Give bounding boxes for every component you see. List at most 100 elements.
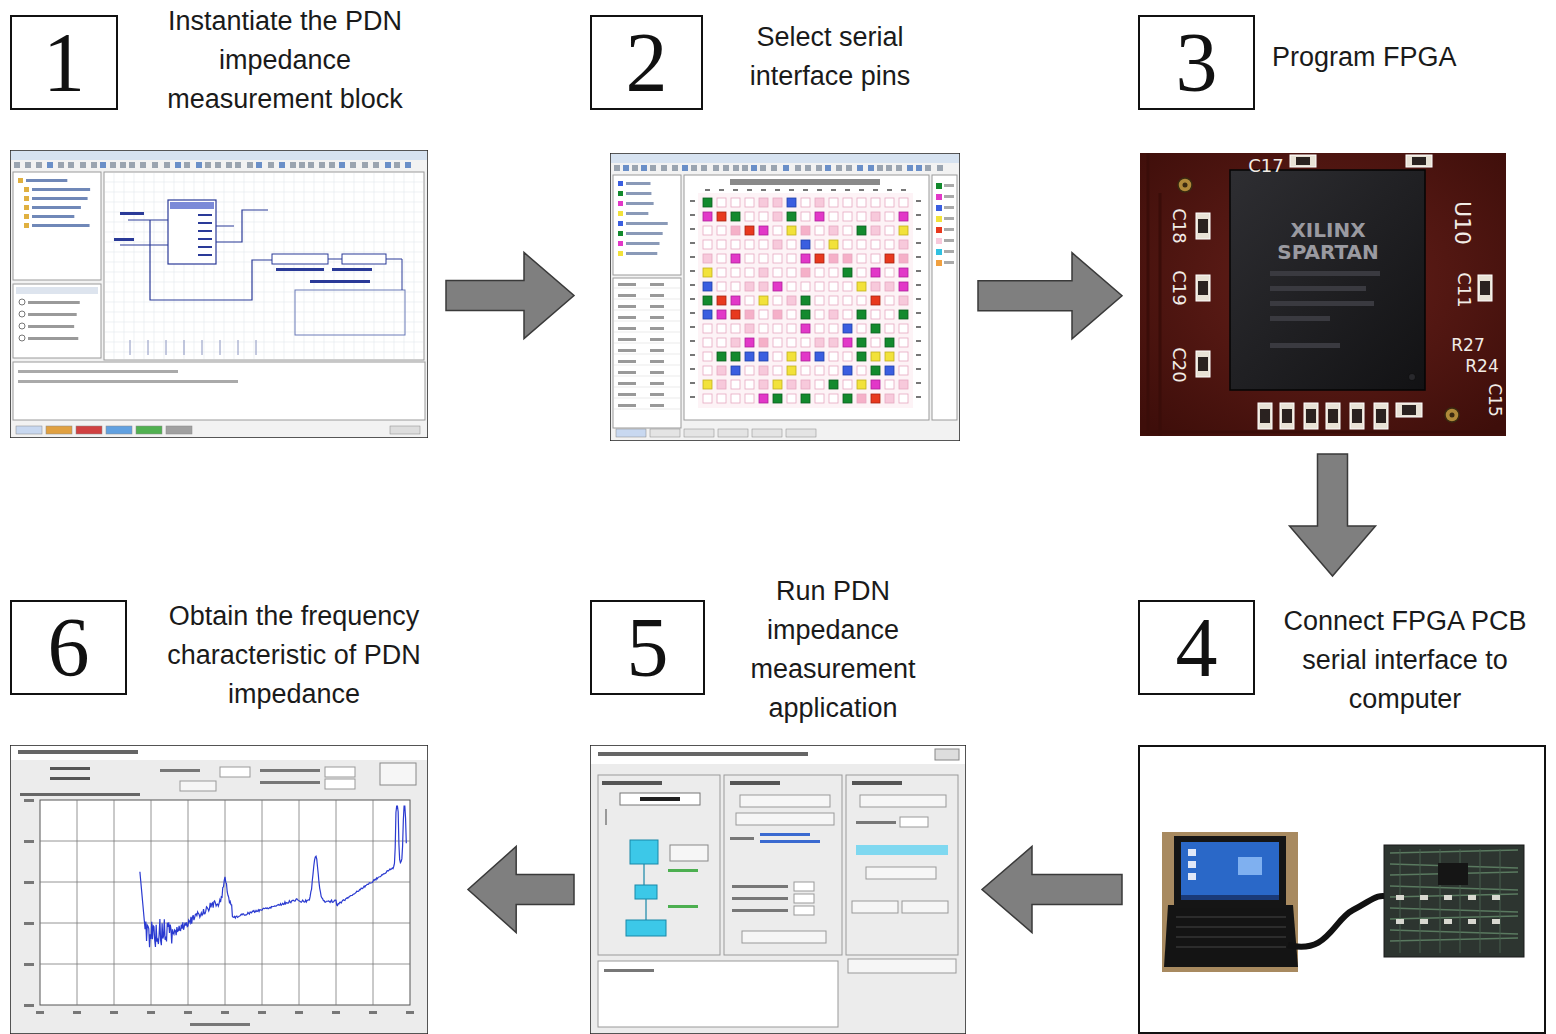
pinplanner-illustration-part bbox=[885, 198, 894, 207]
laptop-illustration-part bbox=[1174, 836, 1286, 908]
pcb-illustration-part bbox=[1412, 157, 1426, 165]
pinplanner-illustration-part bbox=[731, 338, 740, 347]
schematic-illustration-part bbox=[202, 340, 203, 355]
laptop-illustration-part bbox=[1288, 896, 1390, 947]
step-number: 2 bbox=[626, 21, 668, 105]
pinplanner-illustration-part bbox=[829, 268, 838, 277]
plot-illustration-part bbox=[325, 767, 355, 777]
schematic-illustration-part bbox=[32, 215, 74, 218]
pinplanner-illustration-part bbox=[618, 360, 636, 363]
laptop-illustration-part bbox=[1390, 908, 1518, 912]
schematic-illustration-part bbox=[58, 162, 64, 168]
pinplanner-illustration-part bbox=[690, 312, 695, 314]
schematic-illustration-part bbox=[324, 173, 325, 359]
pinplanner-illustration-part bbox=[787, 254, 796, 263]
schematic-illustration-part bbox=[254, 173, 255, 359]
pinplanner-illustration-part bbox=[789, 189, 794, 191]
label-holder: C20 bbox=[1170, 347, 1188, 382]
schematic-illustration-part bbox=[13, 284, 101, 358]
pinplanner-illustration-part bbox=[703, 310, 712, 319]
pinplanner-illustration-part bbox=[731, 394, 740, 403]
step-number: 3 bbox=[1176, 21, 1218, 105]
pinplanner-illustration-part bbox=[801, 324, 810, 333]
schematic-illustration-part bbox=[100, 162, 106, 168]
pinplanner-illustration-part bbox=[899, 324, 908, 333]
schematic-illustration-part bbox=[136, 426, 162, 434]
pinplanner-illustration-part bbox=[815, 268, 824, 277]
laptop-illustration-part bbox=[1384, 845, 1524, 957]
pcb-illustration-part bbox=[1196, 275, 1210, 301]
pcb-illustration-part bbox=[1445, 408, 1459, 422]
pinplanner-illustration-part bbox=[815, 366, 824, 375]
pinplanner-illustration-part bbox=[871, 240, 880, 249]
pinplanner-illustration-part bbox=[885, 268, 894, 277]
pinplanner-illustration-part bbox=[787, 324, 796, 333]
schematic-illustration-part bbox=[364, 173, 365, 359]
schematic-illustration-part bbox=[105, 352, 423, 353]
process-step: 6Obtain the frequency characteristic of … bbox=[8, 595, 454, 1034]
silkscreen-label: C15 bbox=[1486, 383, 1503, 417]
pinplanner-illustration-part bbox=[690, 368, 695, 370]
schematic-illustration-part bbox=[18, 370, 178, 373]
pinplanner-illustration-part bbox=[690, 298, 695, 300]
schematic-illustration-part bbox=[14, 162, 20, 168]
pinplanner-illustration-part bbox=[731, 310, 740, 319]
pinplanner-illustration-part bbox=[787, 226, 796, 235]
pinplanner-illustration-part bbox=[801, 394, 810, 403]
plot-illustration-part bbox=[260, 781, 320, 784]
schematic-illustration-part bbox=[247, 162, 253, 168]
pinplanner-illustration-part bbox=[932, 175, 957, 420]
pinplanner-illustration-part bbox=[843, 296, 852, 305]
pinplanner-illustration-part bbox=[846, 165, 852, 171]
pinplanner-illustration-part bbox=[745, 212, 754, 221]
pinplanner-illustration-part bbox=[936, 205, 942, 211]
process-step: 2Select serial interface pins bbox=[588, 0, 964, 442]
pinplanner-illustration-part bbox=[761, 189, 766, 191]
pinplanner-illustration-part bbox=[899, 352, 908, 361]
plot-illustration-part bbox=[262, 800, 263, 1005]
schematic-illustration-part bbox=[274, 173, 275, 359]
pinplanner-illustration-part bbox=[731, 240, 740, 249]
pinplanner-illustration-part bbox=[618, 191, 623, 196]
pinplanner-illustration-part bbox=[717, 310, 726, 319]
laptop-illustration-part bbox=[1400, 849, 1401, 953]
schematic-illustration-part bbox=[304, 173, 305, 359]
pinplanner-illustration-part bbox=[745, 366, 754, 375]
pinplanner-illustration-part bbox=[717, 268, 726, 277]
app-illustration-part bbox=[604, 969, 654, 972]
pinplanner-illustration-part bbox=[691, 165, 697, 171]
schematic-illustration-part bbox=[105, 322, 423, 323]
pinplanner-illustration-part bbox=[618, 201, 623, 206]
laptop-illustration-part bbox=[1492, 919, 1500, 924]
app-illustration-part bbox=[730, 837, 754, 840]
pinplanner-illustration-part bbox=[717, 212, 726, 221]
pinplanner-illustration-part bbox=[618, 221, 623, 226]
schematic-illustration-part bbox=[264, 173, 265, 359]
pinplanner-illustration-part bbox=[944, 206, 954, 209]
schematic-illustration-part bbox=[105, 282, 423, 283]
label-holder: C15 bbox=[1486, 383, 1503, 417]
schematic-illustration-part bbox=[339, 162, 345, 168]
schematic-illustration-part bbox=[235, 162, 241, 168]
pinplanner-illustration-part bbox=[871, 282, 880, 291]
schematic-illustration-part bbox=[272, 254, 328, 264]
pinplanner-illustration-part bbox=[859, 189, 864, 191]
pinplanner-illustration-part bbox=[857, 198, 866, 207]
plot-illustration-part bbox=[114, 800, 115, 1005]
pinplanner-illustration-part bbox=[801, 310, 810, 319]
pinplanner-illustration-part bbox=[745, 268, 754, 277]
schematic-illustration-part bbox=[105, 182, 423, 183]
label-holder: C19 bbox=[1170, 270, 1188, 305]
schematic-illustration-part bbox=[166, 426, 192, 434]
schematic-illustration-part bbox=[276, 268, 324, 271]
pinplanner-illustration-part bbox=[618, 305, 636, 308]
laptop-illustration-part bbox=[1176, 936, 1286, 938]
pinplanner-illustration-part bbox=[916, 326, 921, 328]
schematic-illustration-part bbox=[175, 162, 181, 168]
pcb-illustration-part bbox=[1280, 403, 1294, 429]
step-number-box: 3 bbox=[1138, 15, 1255, 110]
pinplanner-illustration-part bbox=[745, 352, 754, 361]
pinplanner-illustration-part bbox=[731, 366, 740, 375]
app-illustration-part bbox=[602, 781, 662, 785]
